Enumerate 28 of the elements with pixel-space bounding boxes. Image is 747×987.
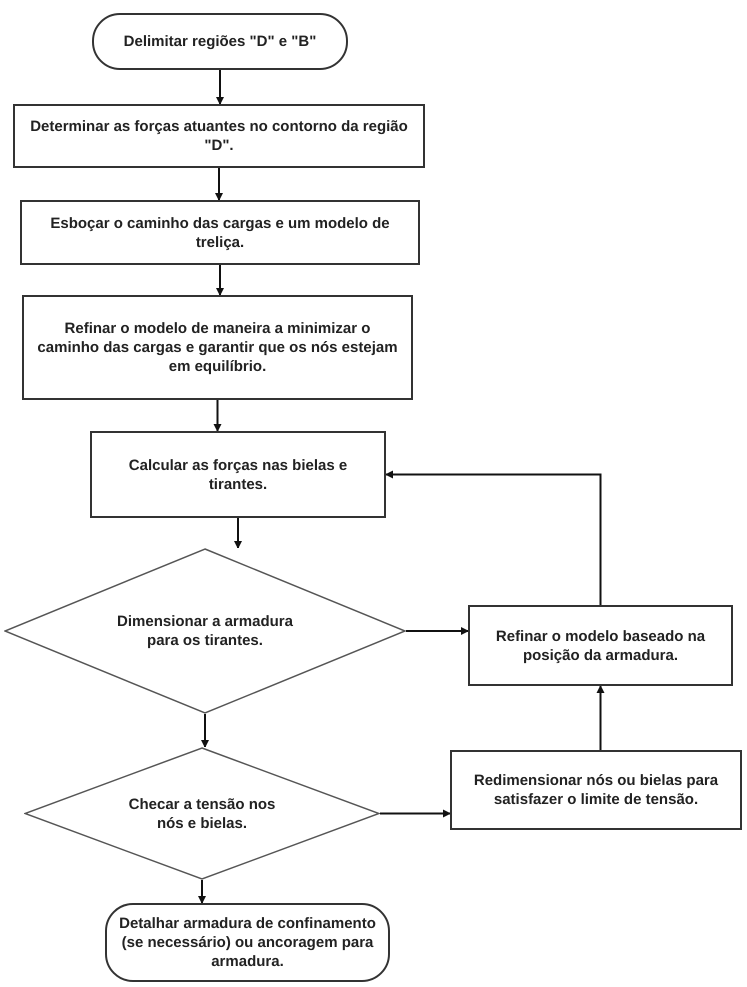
process-box bbox=[22, 295, 413, 400]
node-text: Checar a tensão nos nós e bielas. bbox=[128, 794, 276, 832]
arrow bbox=[198, 880, 206, 904]
process-box bbox=[90, 431, 386, 518]
arrow bbox=[406, 627, 469, 635]
arrow bbox=[216, 70, 224, 105]
node-text: Refinar o modelo de maneira a minimizar o caminho das cargas e garantir que os nós estejam em equilíbrio. bbox=[36, 319, 399, 376]
arrow bbox=[234, 518, 242, 549]
node-text: Dimensionar a armadura para os tirantes. bbox=[116, 612, 294, 650]
node-text: Esboçar o caminho das cargas e um modelo de treliça. bbox=[49, 214, 391, 252]
arrow bbox=[385, 470, 602, 605]
arrow bbox=[216, 265, 224, 296]
node-text: Detalhar armadura de confinamento (se necessário) ou ancoragem para armadura. bbox=[119, 914, 376, 971]
process-box bbox=[468, 605, 733, 686]
arrow bbox=[215, 168, 223, 201]
terminator-shape bbox=[105, 903, 390, 982]
process-box bbox=[450, 750, 742, 830]
node-text: Determinar as forças atuantes no contorno da região "D". bbox=[29, 117, 409, 155]
node-text: Redimensionar nós ou bielas para satisfazer o limite de tensão. bbox=[472, 771, 720, 809]
arrow bbox=[201, 714, 209, 748]
arrow bbox=[380, 810, 451, 818]
node-text: Calcular as forças nas bielas e tirantes. bbox=[128, 456, 348, 494]
process-box bbox=[20, 200, 420, 265]
process-box bbox=[13, 104, 425, 168]
node-text: Delimitar regiões "D" e "B" bbox=[124, 32, 316, 51]
arrow bbox=[214, 400, 222, 432]
node-text: Refinar o modelo baseado na posição da armadura. bbox=[494, 626, 706, 664]
arrow bbox=[596, 685, 604, 750]
